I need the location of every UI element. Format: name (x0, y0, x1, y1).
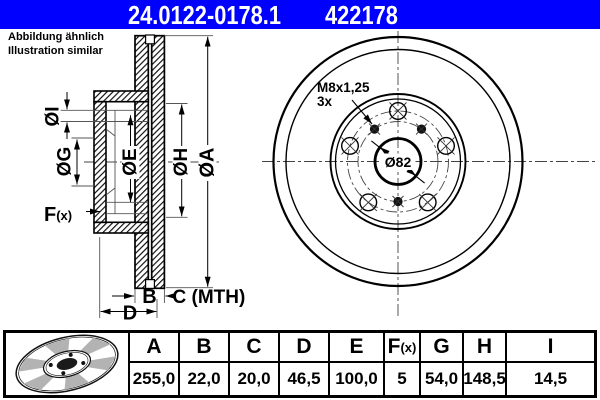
thread-hole (368, 123, 381, 135)
label-f: F(x) (44, 204, 72, 226)
cross-section-view: ØI ØG ØE ØH ØA F(x) B C (MTH) D (43, 34, 246, 325)
lug-hole (418, 193, 437, 212)
hub-step-circle (334, 98, 462, 225)
bore-dimension: Ø82 (371, 140, 425, 184)
col-header-h: H (464, 333, 505, 361)
disc-thumbnail (15, 334, 119, 394)
label-c-mth: C (MTH) (173, 287, 246, 308)
note-line-de: Abbildung ähnlich (8, 31, 104, 43)
col-header-f: F(x) (385, 333, 419, 361)
disc-thumbnail-cell (6, 333, 128, 395)
label-thread-count: 3x (317, 94, 333, 109)
hub-flange-bottom (93, 221, 150, 234)
thread-hole (415, 123, 428, 135)
center-bore-circle (373, 137, 423, 186)
col-header-e: E (330, 333, 383, 361)
label-d: D (123, 303, 137, 325)
friction-plate-inner (150, 34, 166, 290)
thread-holes (368, 123, 428, 208)
col-header-b: B (180, 333, 228, 361)
disc-outer-circle (272, 35, 524, 288)
vent-notch-top (145, 34, 156, 45)
thread-leader: M8x1,25 3x (317, 80, 373, 125)
lug-hole (359, 193, 378, 212)
hub-flange-top (93, 90, 150, 103)
similarity-note: Abbildung ähnlich Illustration similar (8, 31, 104, 58)
label-dia-h: ØH (171, 148, 192, 177)
value-h: 148,5 (463, 363, 506, 395)
dimension-table: A B C D E F(x) G H I 255,0 22,0 20,0 46,… (3, 330, 597, 398)
value-e: 100,0 (330, 363, 383, 395)
lug-hole (389, 101, 408, 120)
value-c: 20,0 (230, 363, 278, 395)
thumb-bore (56, 357, 78, 370)
note-line-en: Illustration similar (8, 44, 103, 57)
disc-inner-rim-circle (285, 48, 511, 275)
label-dia-a: ØA (197, 148, 219, 178)
extension-lines (71, 35, 213, 318)
part-number: 24.0122-0178.1 (128, 0, 282, 30)
label-dia-i: ØI (43, 106, 64, 126)
hub-wall (93, 100, 107, 224)
lug-hole (341, 136, 360, 155)
value-f: 5 (385, 363, 419, 395)
hub-bore-lines (60, 109, 149, 215)
label-dia-e: ØE (120, 148, 141, 175)
label-bore-diameter: Ø82 (385, 154, 412, 170)
value-i: 14,5 (507, 363, 594, 395)
col-header-c: C (230, 333, 278, 361)
col-header-d: D (280, 333, 328, 361)
vent-notch-bottom (145, 279, 156, 290)
col-header-g: G (421, 333, 462, 361)
label-b: B (142, 286, 156, 308)
title-bar: 24.0122-0178.1 422178 (0, 0, 600, 30)
col-header-a: A (130, 333, 178, 361)
bolt-circle (347, 110, 449, 213)
value-a: 255,0 (130, 363, 178, 395)
value-g: 54,0 (421, 363, 462, 395)
value-d: 46,5 (280, 363, 328, 395)
lug-hole (437, 136, 456, 155)
label-backings (121, 145, 217, 181)
thread-hole (392, 195, 404, 208)
ean-number: 422178 (325, 0, 398, 30)
label-thread-spec: M8x1,25 (317, 80, 370, 95)
lug-holes (341, 101, 456, 212)
value-b: 22,0 (180, 363, 228, 395)
label-dia-g: ØG (55, 147, 76, 177)
hub-outer-circle (329, 93, 467, 230)
front-view: Ø82 M8x1,25 3x (262, 31, 597, 318)
col-header-i: I (507, 333, 594, 361)
disc-shading (18, 337, 116, 391)
